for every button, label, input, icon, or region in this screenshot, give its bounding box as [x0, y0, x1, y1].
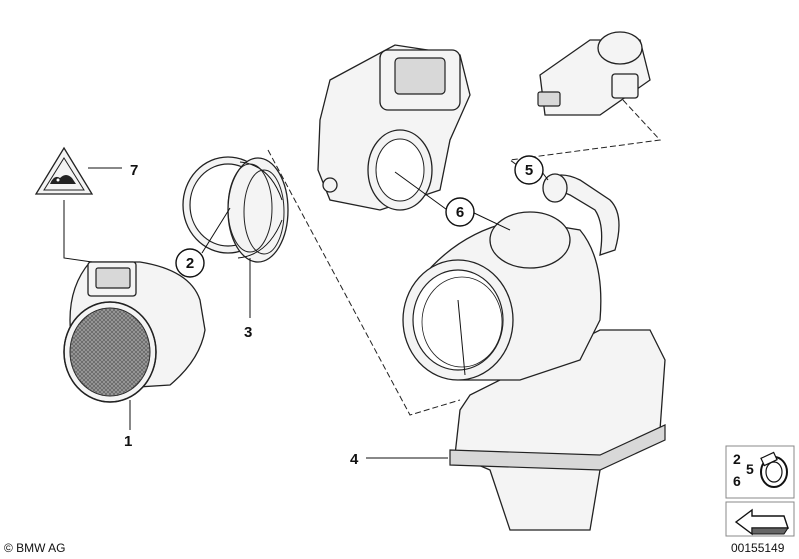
- callout-4: 4: [350, 451, 359, 468]
- legend-num-5: 5: [746, 461, 754, 477]
- intake-manifold-part: [402, 173, 666, 531]
- callout-3: 3: [244, 324, 252, 341]
- idle-valve-part: [537, 31, 651, 116]
- rubber-boot-part: [227, 157, 289, 263]
- throttle-body-part: [317, 44, 471, 211]
- callout-7: 7: [130, 162, 138, 179]
- callout-6-circle: 6: [445, 197, 475, 227]
- warning-label-part: [34, 146, 94, 195]
- callout-5: 5: [525, 162, 533, 179]
- callout-2-circle: 2: [175, 248, 205, 278]
- callout-1: 1: [124, 433, 132, 450]
- air-flow-sensor-part: [63, 261, 206, 403]
- direction-arrow-box: [725, 501, 795, 537]
- drawing-number: 00155149: [731, 541, 785, 555]
- legend-num-2: 2: [733, 451, 741, 467]
- leader-lines: [63, 167, 549, 459]
- legend-box: 2 5 6: [725, 445, 795, 499]
- hose-clamp-icon: [760, 451, 788, 488]
- legend-num-6: 6: [733, 473, 741, 489]
- callout-2: 2: [186, 255, 194, 272]
- callout-5-circle: 5: [514, 155, 544, 185]
- direction-arrow-icon: [734, 508, 789, 536]
- copyright-text: © BMW AG: [4, 541, 66, 555]
- callout-6: 6: [456, 204, 464, 221]
